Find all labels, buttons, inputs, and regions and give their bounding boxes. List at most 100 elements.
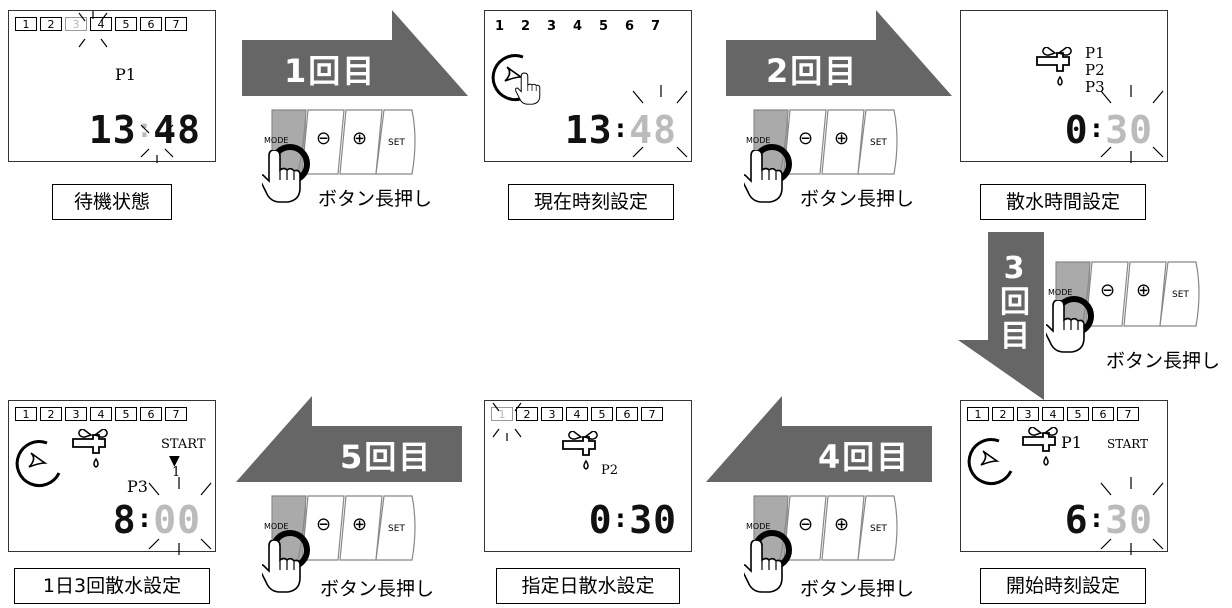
step-label-3-line3: 目 <box>1000 319 1030 354</box>
day-numbers: 1 2 3 4 5 6 7 <box>495 19 677 34</box>
time-colon: : <box>136 504 154 534</box>
blink-rays-minutes <box>148 477 212 555</box>
hand-icon <box>262 150 301 203</box>
plus-button-2[interactable]: ⊕ <box>834 128 850 149</box>
day-indicators: 1 2 3 4 5 6 7 <box>15 17 190 31</box>
minus-button-5[interactable]: ⊖ <box>316 514 332 535</box>
hand-icon <box>262 540 301 593</box>
day-1: 1 <box>495 19 505 34</box>
caption-standby: 待機状態 <box>52 184 172 220</box>
faucet-icon <box>562 431 598 470</box>
step-label-1: 1回目 <box>284 52 377 90</box>
step-label-3-line1: 3 <box>1003 251 1025 286</box>
step-label-4: 4回目 <box>818 438 911 476</box>
minus-button-1[interactable]: ⊖ <box>316 128 332 149</box>
mode-button-5[interactable]: MODE <box>264 522 289 531</box>
mode-button-4[interactable]: MODE <box>746 522 771 531</box>
mode-button-1[interactable]: MODE <box>264 136 289 145</box>
caption-clock: 現在時刻設定 <box>508 184 674 220</box>
minus-button-3[interactable]: ⊖ <box>1100 280 1116 301</box>
blink-rays-minutes <box>632 85 688 158</box>
lcd-standby: 1 2 3 4 5 6 7 P1 13:48 <box>8 10 216 163</box>
day-5: 5 <box>115 407 137 421</box>
minus-button-4[interactable]: ⊖ <box>798 514 814 535</box>
time-colon: : <box>1088 114 1106 144</box>
day-1: 1 <box>15 17 37 31</box>
start-label: START <box>161 437 206 452</box>
step-arrow-5 <box>236 396 462 482</box>
set-button-4[interactable]: SET <box>870 524 887 534</box>
day-3: 3 <box>541 407 563 421</box>
step-arrow-4 <box>706 396 932 482</box>
press-label-5: ボタン長押し <box>320 578 435 600</box>
step-label-3-line2: 回 <box>1000 285 1030 320</box>
lcd-day-setting: 1 2 3 4 5 6 7 P2 0:30 <box>484 400 692 552</box>
caption-start-time: 開始時刻設定 <box>980 568 1146 604</box>
day-4: 4 <box>566 407 588 421</box>
day-3: 3 <box>1017 407 1039 421</box>
program-p3: P3 <box>1085 78 1105 96</box>
program-label: P2 <box>601 463 619 478</box>
caption-watering-time: 散水時間設定 <box>980 184 1146 220</box>
day-6: 6 <box>140 17 162 31</box>
day-1: 1 <box>15 407 37 421</box>
time-display: 13:48 <box>565 110 677 149</box>
hand-icon <box>1046 300 1085 353</box>
time-minutes: 48 <box>629 108 677 152</box>
day-5: 5 <box>115 17 137 31</box>
blink-rays-day <box>78 11 108 48</box>
step-arrow-2 <box>726 10 952 96</box>
step-arrow-1 <box>242 10 468 96</box>
time-hours: 0 <box>1064 108 1089 152</box>
day-7: 7 <box>641 407 663 421</box>
set-button-5[interactable]: SET <box>388 524 405 534</box>
set-button-3[interactable]: SET <box>1172 290 1189 300</box>
day-7: 7 <box>651 19 661 34</box>
day-2: 2 <box>516 407 538 421</box>
set-button-1[interactable]: SET <box>388 138 405 148</box>
hand-icon <box>744 150 783 203</box>
press-label-4: ボタン長押し <box>800 578 915 600</box>
time-minutes: 30 <box>1105 498 1153 542</box>
day-4: 4 <box>90 17 112 31</box>
day-7: 7 <box>1117 407 1139 421</box>
plus-button-1[interactable]: ⊕ <box>352 128 368 149</box>
lcd-three-times: 1 2 3 4 5 6 7 START ▼ 1 P3 8:00 <box>8 400 216 555</box>
plus-button-4[interactable]: ⊕ <box>834 514 850 535</box>
program-p1: P1 <box>1085 44 1105 62</box>
minus-button-2[interactable]: ⊖ <box>798 128 814 149</box>
day-4: 4 <box>90 407 112 421</box>
plus-button-5[interactable]: ⊕ <box>352 514 368 535</box>
time-colon: : <box>612 114 630 144</box>
plus-button-3[interactable]: ⊕ <box>1136 280 1152 301</box>
day-1: 1 <box>491 407 513 421</box>
day-3: 3 <box>65 17 87 31</box>
time-minutes: 00 <box>153 498 201 542</box>
time-minutes: 48 <box>153 108 201 152</box>
blink-rays-day <box>492 402 522 441</box>
faucet-icon <box>1036 47 1072 86</box>
press-label-2: ボタン長押し <box>800 188 915 210</box>
caption-day-setting: 指定日散水設定 <box>496 568 680 604</box>
day-2: 2 <box>40 17 62 31</box>
day-3: 3 <box>65 407 87 421</box>
blink-rays-minutes <box>1100 85 1164 163</box>
time-display: 6:30 <box>1065 500 1153 539</box>
day-indicators: 1 2 3 4 5 6 7 <box>967 407 1142 421</box>
day-5: 5 <box>599 19 609 34</box>
start-number: 1 <box>172 465 181 480</box>
day-5: 5 <box>591 407 613 421</box>
time-display: 8:00 <box>113 500 201 539</box>
mode-button-3[interactable]: MODE <box>1048 288 1073 297</box>
day-6: 6 <box>140 407 162 421</box>
press-label-3: ボタン長押し <box>1106 350 1221 372</box>
lcd-clock: 1 2 3 4 5 6 7 13:48 <box>484 10 692 162</box>
step-arrow-3 <box>958 232 1044 400</box>
set-button-2[interactable]: SET <box>870 138 887 148</box>
day-4: 4 <box>1042 407 1064 421</box>
lcd-start-time: 1 2 3 4 5 6 7 P1 START 6:30 <box>960 400 1168 555</box>
time-minutes: 30 <box>629 498 677 542</box>
step-label-3: 3 回 目 <box>1000 251 1030 354</box>
time-colon: : <box>1088 504 1106 534</box>
mode-button-2[interactable]: MODE <box>746 136 771 145</box>
